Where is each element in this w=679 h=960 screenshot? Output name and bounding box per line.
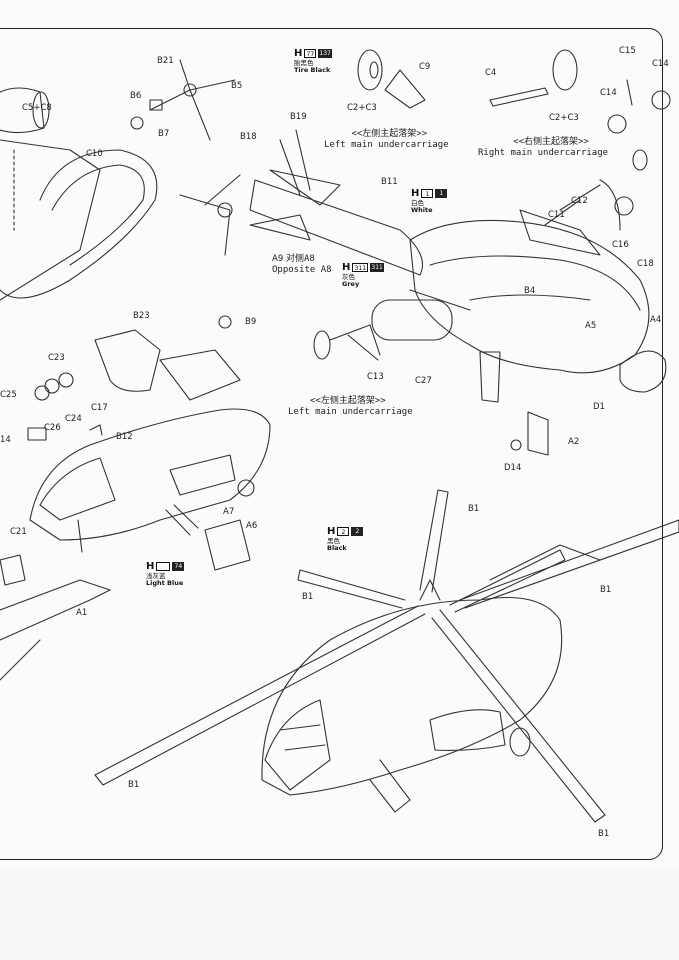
part-label: B9 — [245, 317, 257, 327]
part-label: B11 — [381, 177, 398, 187]
paint-callout-light-blue: H 74 浅灰蓝 Light Blue — [146, 561, 185, 587]
part-label: B1 — [302, 592, 314, 602]
caption-left-main-bottom: <<左侧主起落架>> Left main undercarriage — [288, 396, 413, 419]
paint-name-en: Light Blue — [146, 578, 184, 587]
paint-code-box: 2 — [337, 527, 350, 537]
part-label: D1 — [593, 402, 605, 412]
paint-code-number: 137 — [318, 49, 332, 59]
part-label: C2+C3 — [347, 103, 377, 113]
paint-name-cn: 灰色 — [342, 272, 355, 281]
caption-cn: <<左侧主起落架>> — [351, 129, 428, 139]
part-label: C11 — [548, 210, 565, 220]
part-label: C14 — [600, 88, 617, 98]
part-label: C25 — [0, 390, 17, 400]
paint-callout-tire-black: H 77 137 胎黑色 Tire Black — [294, 48, 332, 74]
part-label: A7 — [223, 507, 235, 517]
part-label: C21 — [10, 527, 27, 537]
caption-en: Right main undercarriage — [478, 148, 609, 159]
caption-en: Left main undercarriage — [288, 407, 413, 418]
part-label: A9 — [272, 254, 284, 264]
part-label: A4 — [650, 315, 662, 325]
part-label: B18 — [240, 132, 257, 142]
part-label: B21 — [157, 56, 174, 66]
caption-en: Opposite A8 — [272, 265, 332, 276]
paint-prefix: H — [342, 262, 351, 273]
paint-name-en: White — [411, 205, 433, 214]
part-label: C15 — [619, 46, 636, 56]
part-label: B7 — [158, 129, 170, 139]
part-label: A5 — [585, 321, 597, 331]
paint-code-number: 311 — [370, 263, 384, 273]
part-label: B6 — [130, 91, 142, 101]
part-label: B23 — [133, 311, 150, 321]
caption-right-main: <<右侧主起落架>> Right main undercarriage — [478, 137, 608, 160]
caption-en: Left main undercarriage — [324, 140, 449, 151]
part-label: A6 — [246, 521, 258, 531]
paint-name-cn: 浅灰蓝 — [146, 571, 166, 580]
part-label: C2+C3 — [549, 113, 579, 123]
helicopter-mid-left — [27, 315, 271, 553]
paint-code-box: 311 — [352, 263, 369, 273]
part-label: C13 — [367, 372, 384, 382]
part-label: C17 — [91, 403, 108, 413]
caption-left-main-top: <<左侧主起落架>> Left main undercarriage — [324, 129, 449, 152]
paint-code-number: 2 — [351, 527, 364, 537]
paint-name-cn: 白色 — [411, 198, 424, 207]
part-label: 14 — [0, 435, 11, 445]
paint-callout-white: H 1 1 白色 White — [411, 188, 448, 214]
part-label: B19 — [290, 112, 307, 122]
paint-code-number: 1 — [435, 189, 448, 199]
paint-name-en: Grey — [342, 279, 360, 288]
part-label: B12 — [116, 432, 133, 442]
page-frame — [0, 28, 663, 860]
paint-code-box: 1 — [421, 189, 434, 199]
caption-cn: 对侧A8 — [286, 254, 315, 264]
part-label: B1 — [468, 504, 480, 514]
part-label: B1 — [128, 780, 140, 790]
part-label: B1 — [598, 829, 610, 839]
part-label: C24 — [65, 414, 82, 424]
paint-name-en: Tire Black — [294, 65, 331, 74]
part-label: A1 — [76, 608, 88, 618]
part-label: C16 — [612, 240, 629, 250]
part-label: A2 — [568, 437, 580, 447]
tail-rotor-top — [130, 59, 236, 141]
paint-prefix: H — [146, 561, 155, 572]
caption-cn: <<左侧主起落架>> — [310, 396, 386, 406]
part-label: C27 — [415, 376, 432, 386]
page-bottom-margin — [0, 868, 679, 960]
part-label: C14 — [652, 59, 669, 69]
caption-cn: <<右侧主起落架>> — [513, 137, 589, 147]
paint-name-cn: 黑色 — [327, 536, 340, 545]
paint-prefix: H — [411, 188, 420, 199]
paint-name-cn: 胎黑色 — [294, 58, 314, 67]
paint-code-box: 77 — [304, 49, 317, 59]
part-label: C12 — [571, 196, 588, 206]
part-label: C26 — [44, 423, 61, 433]
part-label: C18 — [637, 259, 654, 269]
part-label: C23 — [48, 353, 65, 363]
paint-code-number: 74 — [172, 562, 185, 572]
part-label: B5 — [231, 81, 243, 91]
part-label: C4 — [485, 68, 497, 78]
paint-callout-grey: H 311 311 灰色 Grey — [342, 262, 384, 288]
part-label: B1 — [600, 585, 612, 595]
part-label: C10 — [86, 149, 103, 159]
caption-opposite: 对侧A8 Opposite A8 — [272, 254, 332, 277]
part-label: C5+C8 — [22, 103, 52, 113]
part-label: B4 — [524, 286, 536, 296]
paint-callout-black: H 2 2 黑色 Black — [327, 526, 364, 552]
part-label: D14 — [504, 463, 522, 473]
paint-code-box — [156, 562, 171, 572]
part-label: C9 — [419, 62, 431, 72]
helicopter-bottom — [94, 489, 679, 823]
paint-name-en: Black — [327, 543, 347, 552]
paint-prefix: H — [294, 48, 303, 59]
paint-prefix: H — [327, 526, 336, 537]
